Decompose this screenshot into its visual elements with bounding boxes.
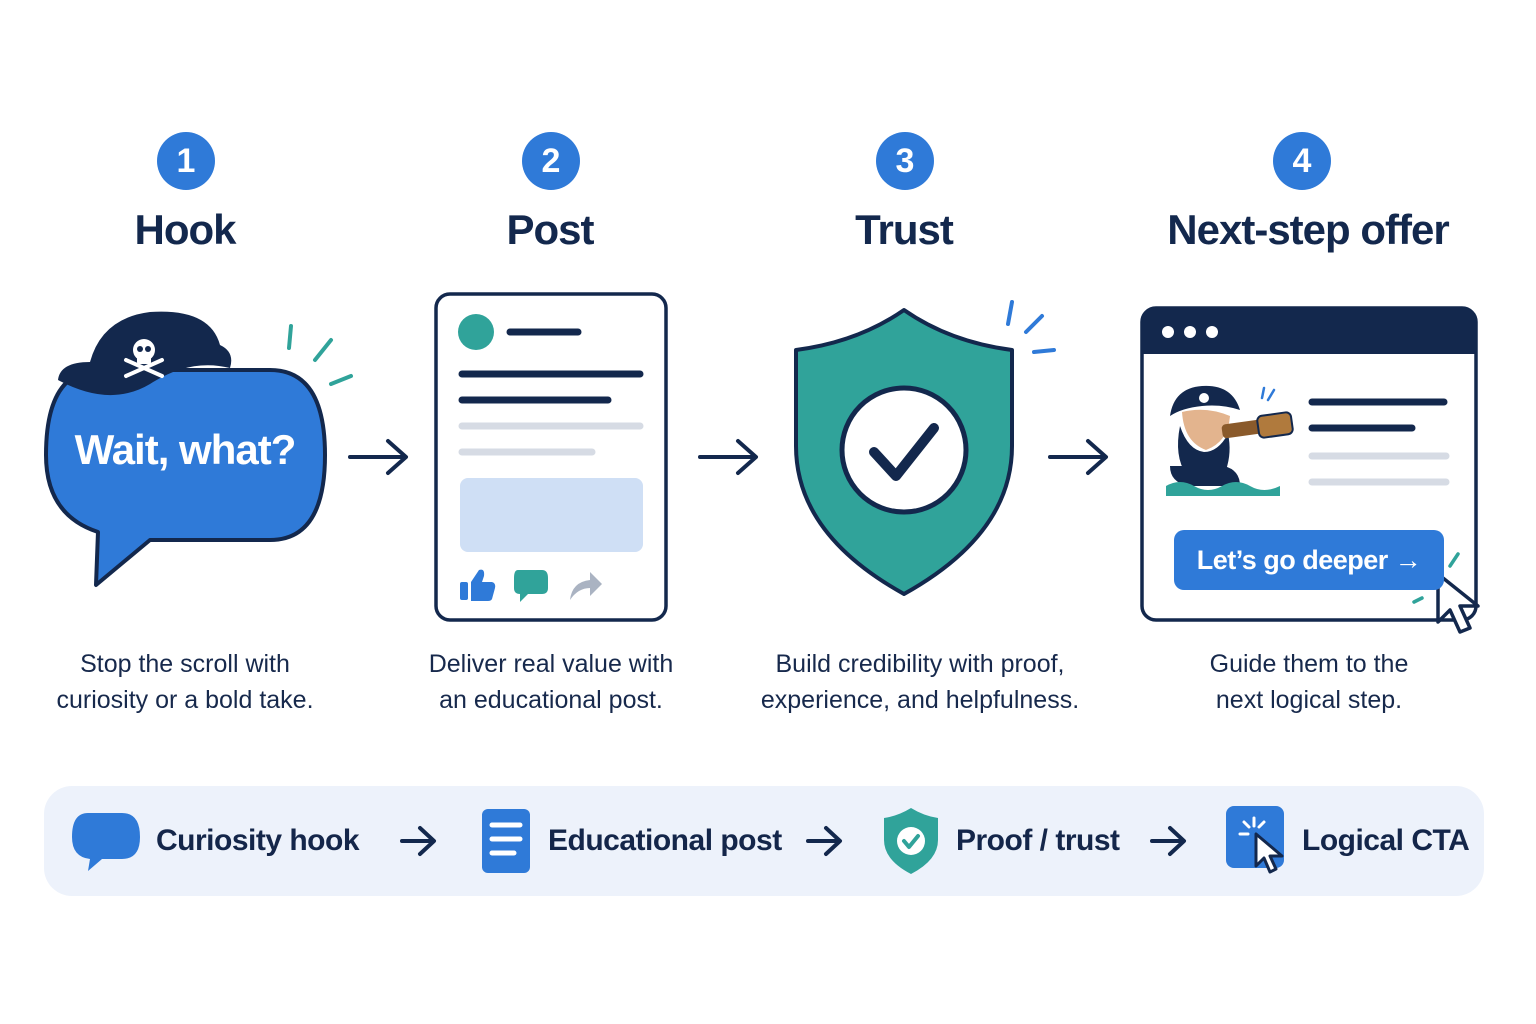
window-dot-icon	[1184, 326, 1196, 338]
step-number-4: 4	[1273, 132, 1331, 190]
step-number-3: 3	[876, 132, 934, 190]
hook-bubble-text: Wait, what?	[74, 426, 297, 473]
summary-item-logical-cta: Logical CTA	[1224, 786, 1470, 896]
step-desc-post: Deliver real value with an educational p…	[428, 650, 674, 714]
summary-label: Logical CTA	[1302, 824, 1470, 857]
comment-icon	[514, 570, 548, 602]
window-dot-icon	[1162, 326, 1174, 338]
flow-arrow-icon	[400, 826, 436, 856]
mouse-cursor-icon	[1436, 572, 1480, 634]
share-icon	[570, 572, 602, 600]
sparkle-marks-icon	[1006, 300, 1056, 354]
step-number-1: 1	[157, 132, 215, 190]
educational-post-card-illustration	[434, 292, 668, 622]
summary-label: Educational post	[548, 824, 782, 857]
pirate-telescope-icon	[1166, 385, 1294, 496]
summary-item-curiosity-hook: Curiosity hook	[70, 786, 360, 896]
emphasis-marks-icon	[287, 324, 353, 386]
flow-arrow-icon	[1150, 826, 1186, 856]
shield-check-icon	[884, 808, 938, 874]
step-title-post: Post	[506, 206, 594, 253]
step-title-next-step-offer: Next-step offer	[1167, 206, 1449, 253]
step-title-hook: Hook	[134, 206, 237, 253]
lets-go-deeper-button[interactable]: Let’s go deeper →	[1174, 530, 1444, 590]
step-desc-trust: Build credibility with proof, experience…	[760, 650, 1080, 714]
step-number-2: 2	[522, 132, 580, 190]
step-title-trust: Trust	[855, 206, 954, 253]
thumbs-up-icon	[460, 569, 496, 601]
summary-label: Proof / trust	[956, 824, 1120, 857]
document-icon	[482, 809, 530, 873]
flow-arrow-icon	[1048, 439, 1108, 475]
speech-bubble-pirate-illustration	[44, 311, 353, 587]
window-dot-icon	[1206, 326, 1218, 338]
flow-arrow-icon	[348, 439, 408, 475]
step-desc-hook: Stop the scroll with curiosity or a bold…	[56, 650, 314, 714]
summary-bar: Curiosity hook Educational post Proof / …	[44, 786, 1484, 896]
summary-item-educational-post: Educational post	[480, 786, 782, 896]
speech-bubble-icon	[72, 813, 140, 871]
pirate-hat-icon	[58, 311, 232, 396]
shield-check-illustration	[794, 300, 1056, 596]
summary-item-proof-trust: Proof / trust	[882, 786, 1120, 896]
flow-arrow-icon	[806, 826, 842, 856]
step-desc-next-step-offer: Guide them to the next logical step.	[1209, 650, 1409, 714]
cursor-click-icon	[1226, 806, 1284, 874]
flow-arrow-icon	[698, 439, 758, 475]
summary-label: Curiosity hook	[156, 824, 360, 857]
